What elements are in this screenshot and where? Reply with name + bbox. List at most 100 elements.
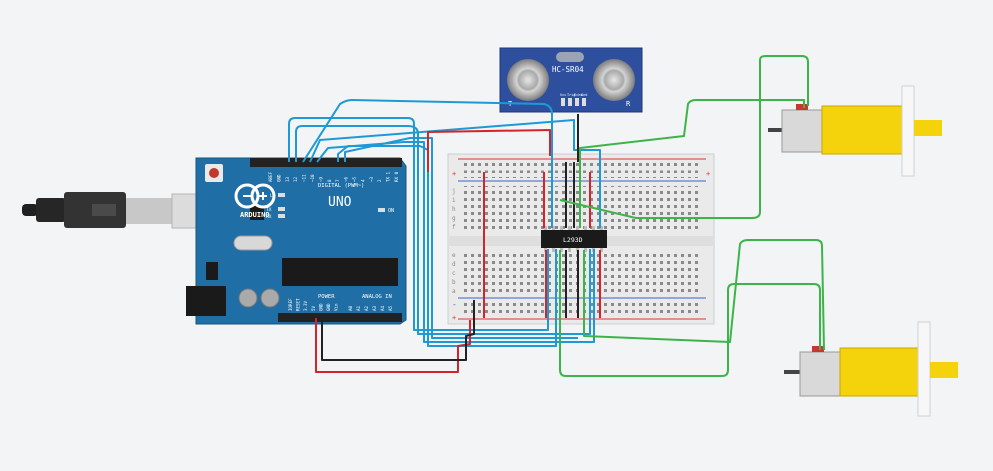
- usb-cable[interactable]: [22, 192, 201, 229]
- wire-blue[interactable]: [288, 117, 549, 331]
- pin-label: ~9: [318, 176, 323, 182]
- arduino-logo: [234, 183, 260, 209]
- row-letter: h: [452, 206, 456, 213]
- pin-label: 4: [360, 179, 365, 182]
- sensor-model-label: HC-SR04: [552, 65, 584, 74]
- led-label-rx: RX: [266, 214, 272, 220]
- pin-label: 8: [327, 179, 332, 182]
- pin-label: A5: [388, 305, 393, 311]
- row-letters: j i h g f e d c b a: [452, 188, 456, 295]
- l293d-chip[interactable]: L293D: [541, 226, 607, 252]
- pin-label: 13: [285, 176, 290, 182]
- rail-plus-label: +: [706, 170, 710, 178]
- arduino-uno[interactable]: ARDUINO UNO DIGITAL (PWM~) POWER ANALOG …: [186, 157, 407, 325]
- wire-blue[interactable]: [302, 99, 553, 228]
- sensor-pin-labels: Vcc Trig Echo Gnd: [560, 93, 587, 97]
- wire-green[interactable]: [559, 55, 809, 219]
- row-letter: i: [452, 197, 456, 204]
- pin-label: GND: [276, 174, 281, 182]
- pin-label: 2: [377, 179, 382, 182]
- wire-blue[interactable]: [316, 141, 595, 343]
- chip-leg: [600, 226, 603, 230]
- pin-label: A4: [380, 305, 385, 311]
- wires: [288, 55, 825, 377]
- chip-leg: [576, 226, 579, 230]
- motor-top[interactable]: [768, 85, 942, 177]
- pin-label: A1: [356, 305, 361, 311]
- sensor-pin-label: Trig: [567, 93, 575, 97]
- chip-leg: [600, 248, 603, 252]
- chip-leg: [552, 226, 555, 230]
- ultrasonic-sensor[interactable]: HC-SR04 T R Vcc Trig Echo Gnd: [499, 47, 643, 113]
- chip-leg: [544, 226, 547, 230]
- wire-blue[interactable]: [344, 137, 578, 339]
- sensor-mark-r: R: [626, 100, 631, 108]
- pin-label: 3.3V: [303, 300, 308, 311]
- row-letter: g: [452, 215, 456, 222]
- chip-leg: [584, 226, 587, 230]
- sensor-pin-label: Echo: [574, 93, 582, 97]
- chip-leg: [568, 248, 571, 252]
- wire-green[interactable]: [583, 239, 825, 351]
- row-letter: c: [452, 270, 456, 277]
- sensor-pin-label: Vcc: [560, 93, 566, 97]
- pin-label: GND: [326, 303, 331, 311]
- chip-leg: [560, 226, 563, 230]
- pin-label: TX 1: [386, 171, 391, 182]
- pin-label: 5V: [311, 305, 316, 311]
- chip-label: L293D: [563, 236, 583, 244]
- rail-plus-label: +: [452, 170, 456, 178]
- led-label-tx: TX: [266, 207, 272, 213]
- wire-green[interactable]: [559, 250, 821, 377]
- rail-plus-label: +: [452, 314, 456, 322]
- chip-leg: [592, 226, 595, 230]
- chip-leg: [568, 226, 571, 230]
- chip-leg: [552, 248, 555, 252]
- pin-label: AREF: [268, 171, 273, 182]
- pin-label: ~11: [302, 174, 307, 182]
- power-analog-header: [278, 313, 402, 322]
- pin-label: 12: [293, 176, 298, 182]
- pin-label: A0: [348, 305, 353, 311]
- row-letter: e: [452, 252, 456, 259]
- analog-label: ANALOG IN: [362, 294, 392, 300]
- digital-label: DIGITAL (PWM~): [318, 183, 364, 189]
- pin-label: A2: [364, 305, 369, 311]
- wire-red[interactable]: [427, 129, 551, 172]
- led-label-l: L: [270, 193, 273, 199]
- wire-blue[interactable]: [309, 119, 601, 228]
- pin-label: ~5: [352, 176, 357, 182]
- digital-header: [250, 158, 402, 167]
- power-label: POWER: [318, 294, 335, 300]
- receiver: [593, 59, 635, 101]
- sensor-pin-label: Gnd: [581, 93, 587, 97]
- model-label: UNO: [328, 195, 352, 210]
- crystal: [233, 235, 273, 251]
- power-jack: [186, 286, 226, 316]
- motor-bottom[interactable]: [784, 321, 958, 417]
- row-letter: d: [452, 261, 456, 268]
- chip-leg: [560, 248, 563, 252]
- breadboard[interactable]: + + - + j i h g f e d c b a: [447, 153, 715, 325]
- row-letter: f: [452, 224, 456, 231]
- pin-label: Vin: [334, 303, 339, 311]
- pin-label: IOREF: [288, 298, 293, 311]
- row-letter: b: [452, 279, 456, 286]
- transmitter: [507, 59, 549, 101]
- wire-blue[interactable]: [337, 145, 557, 347]
- pin-label: A3: [372, 305, 377, 311]
- chip-leg: [584, 248, 587, 252]
- pin-label: GND: [318, 303, 323, 311]
- wire-green[interactable]: [579, 99, 805, 228]
- wire-blue[interactable]: [295, 125, 591, 335]
- wire-black[interactable]: [321, 300, 475, 361]
- pin-label: ~6: [344, 176, 349, 182]
- pin-label: RX 0: [394, 171, 399, 182]
- pin-label: ~3: [369, 176, 374, 182]
- row-letter: j: [452, 188, 456, 195]
